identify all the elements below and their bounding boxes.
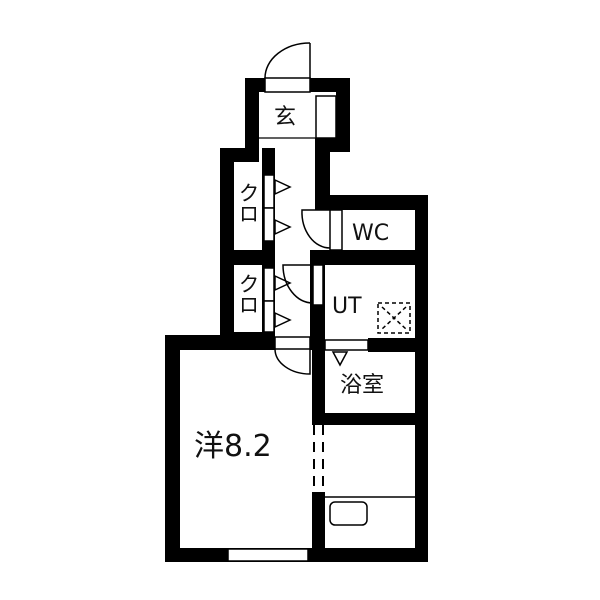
closet-2-label: クロ (236, 273, 260, 315)
shoe-cabinet (315, 95, 337, 139)
walls (165, 78, 428, 562)
entrance-door[interactable] (264, 42, 311, 93)
bathroom-label: 浴室 (340, 373, 384, 398)
sink (329, 501, 368, 526)
window (227, 548, 309, 562)
utility-label: UT (332, 294, 362, 319)
kitchen-counter (325, 496, 415, 526)
kitchen-opening (313, 425, 324, 492)
closet-1-label: クロ (236, 182, 260, 224)
utility-door[interactable] (282, 264, 324, 306)
bathroom-door[interactable] (324, 339, 369, 367)
wc-door[interactable] (301, 209, 343, 251)
wc-label: WC (352, 221, 389, 246)
room-door[interactable] (274, 336, 311, 375)
closet-doors[interactable] (263, 174, 292, 333)
entrance-label: 玄 (274, 105, 296, 130)
western-room-label: 洋8.2 (194, 429, 272, 464)
washing-machine-space (377, 302, 411, 334)
